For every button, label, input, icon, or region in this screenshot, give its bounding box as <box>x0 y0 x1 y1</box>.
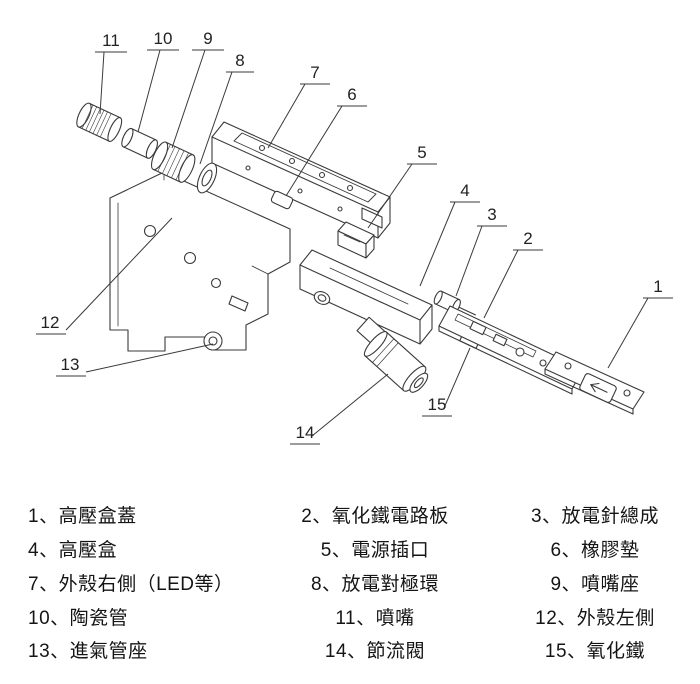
part-throttle-valve <box>363 331 429 393</box>
leader-line <box>56 343 214 377</box>
screw-hole-icon <box>245 165 251 171</box>
board-component <box>469 320 487 336</box>
screw-icon <box>564 362 572 370</box>
callout-7: 7 <box>310 63 319 82</box>
exploded-diagram: 11 10 9 8 7 6 5 4 3 2 1 12 13 14 15 <box>36 29 673 445</box>
legend-item-1: 1、高壓盒蓋 <box>28 506 137 527</box>
arrow-icon <box>590 382 608 393</box>
leader-line <box>171 49 224 149</box>
callout-13: 13 <box>61 355 80 374</box>
leader-line <box>95 51 127 115</box>
leader-line <box>419 201 480 287</box>
hole-icon <box>183 251 197 265</box>
callout-15: 15 <box>428 395 447 414</box>
part-shell-left <box>109 171 291 352</box>
callout-4: 4 <box>460 181 469 200</box>
screw-hole-icon <box>337 206 343 212</box>
board-component <box>539 359 547 367</box>
callout-8: 8 <box>235 51 244 70</box>
board-component <box>515 347 525 357</box>
callout-12: 12 <box>41 313 60 332</box>
callout-3: 3 <box>487 205 496 224</box>
callout-10: 10 <box>154 29 173 48</box>
part-ceramic-tube <box>121 127 158 159</box>
part-electrode-ring <box>196 162 218 194</box>
legend-item-13: 13、進氣管座 <box>28 641 148 663</box>
legend-item-9: 9、噴嘴座 <box>550 573 640 595</box>
leader-line <box>607 297 673 369</box>
part-rubber-pad <box>270 190 294 210</box>
screw-hole-icon <box>288 157 296 165</box>
callout-5: 5 <box>417 143 426 162</box>
legend-item-7: 7、外殼右側（LED等） <box>28 573 234 595</box>
callout-6: 6 <box>347 85 356 104</box>
part-cover <box>544 351 645 415</box>
diagram-svg: 11 10 9 8 7 6 5 4 3 2 1 12 13 14 15 <box>36 29 673 445</box>
legend-item-12: 12、外殼左側 <box>535 607 655 629</box>
leader-line <box>455 225 507 297</box>
legend-item-6: 6、橡膠墊 <box>550 539 640 561</box>
hole-icon <box>143 224 157 238</box>
part-shell-right <box>211 121 391 239</box>
callout-9: 9 <box>203 29 212 48</box>
hole-icon <box>210 277 222 289</box>
leader-line <box>267 83 330 149</box>
callout-14: 14 <box>296 423 315 442</box>
legend-item-10: 10、陶瓷管 <box>28 607 129 629</box>
callout-2: 2 <box>523 229 532 248</box>
callout-numbers: 11 10 9 8 7 6 5 4 3 2 1 12 13 14 15 <box>41 29 663 442</box>
leader-line <box>483 249 543 319</box>
leader-line <box>199 71 254 165</box>
part-nozzle-seat <box>150 141 196 183</box>
parts-legend: 1、高壓盒蓋 2、氧化鐵電路板 3、放電針總成 4、高壓盒 5、電源插口 6、橡… <box>0 506 700 663</box>
leader-line <box>422 347 471 417</box>
legend-item-15: 15、氧化鐵 <box>544 641 646 663</box>
end-detail <box>361 207 383 229</box>
leader-line <box>285 105 367 197</box>
screw-hole-icon <box>346 184 354 192</box>
legend-item-14: 14、節流閥 <box>324 641 426 663</box>
board-component <box>492 333 508 347</box>
legend-item-11: 11、噴嘴 <box>335 607 415 629</box>
callout-1: 1 <box>653 277 662 296</box>
legend-item-5: 5、電源插口 <box>320 539 430 561</box>
leader-line <box>36 217 173 335</box>
leader-line <box>367 163 437 229</box>
screw-hole-icon <box>318 171 326 179</box>
slot-icon <box>228 295 249 312</box>
part-circuit-board <box>438 305 584 395</box>
leader-line <box>290 373 389 445</box>
part-hv-box <box>299 249 433 345</box>
screw-hole-icon <box>258 144 266 152</box>
legend-item-2: 2、氧化鐵電路板 <box>301 506 449 527</box>
part-power-socket <box>337 221 375 259</box>
screw-hole-icon <box>297 188 303 194</box>
leader-line <box>137 49 179 133</box>
screw-icon <box>623 389 631 397</box>
callout-11: 11 <box>102 31 120 50</box>
legend-item-3: 3、放電針總成 <box>530 506 660 527</box>
legend-item-8: 8、放電對極環 <box>310 573 440 595</box>
leader-lines <box>36 49 673 445</box>
legend-item-4: 4、高壓盒 <box>28 539 118 561</box>
part-nozzle <box>76 102 123 142</box>
